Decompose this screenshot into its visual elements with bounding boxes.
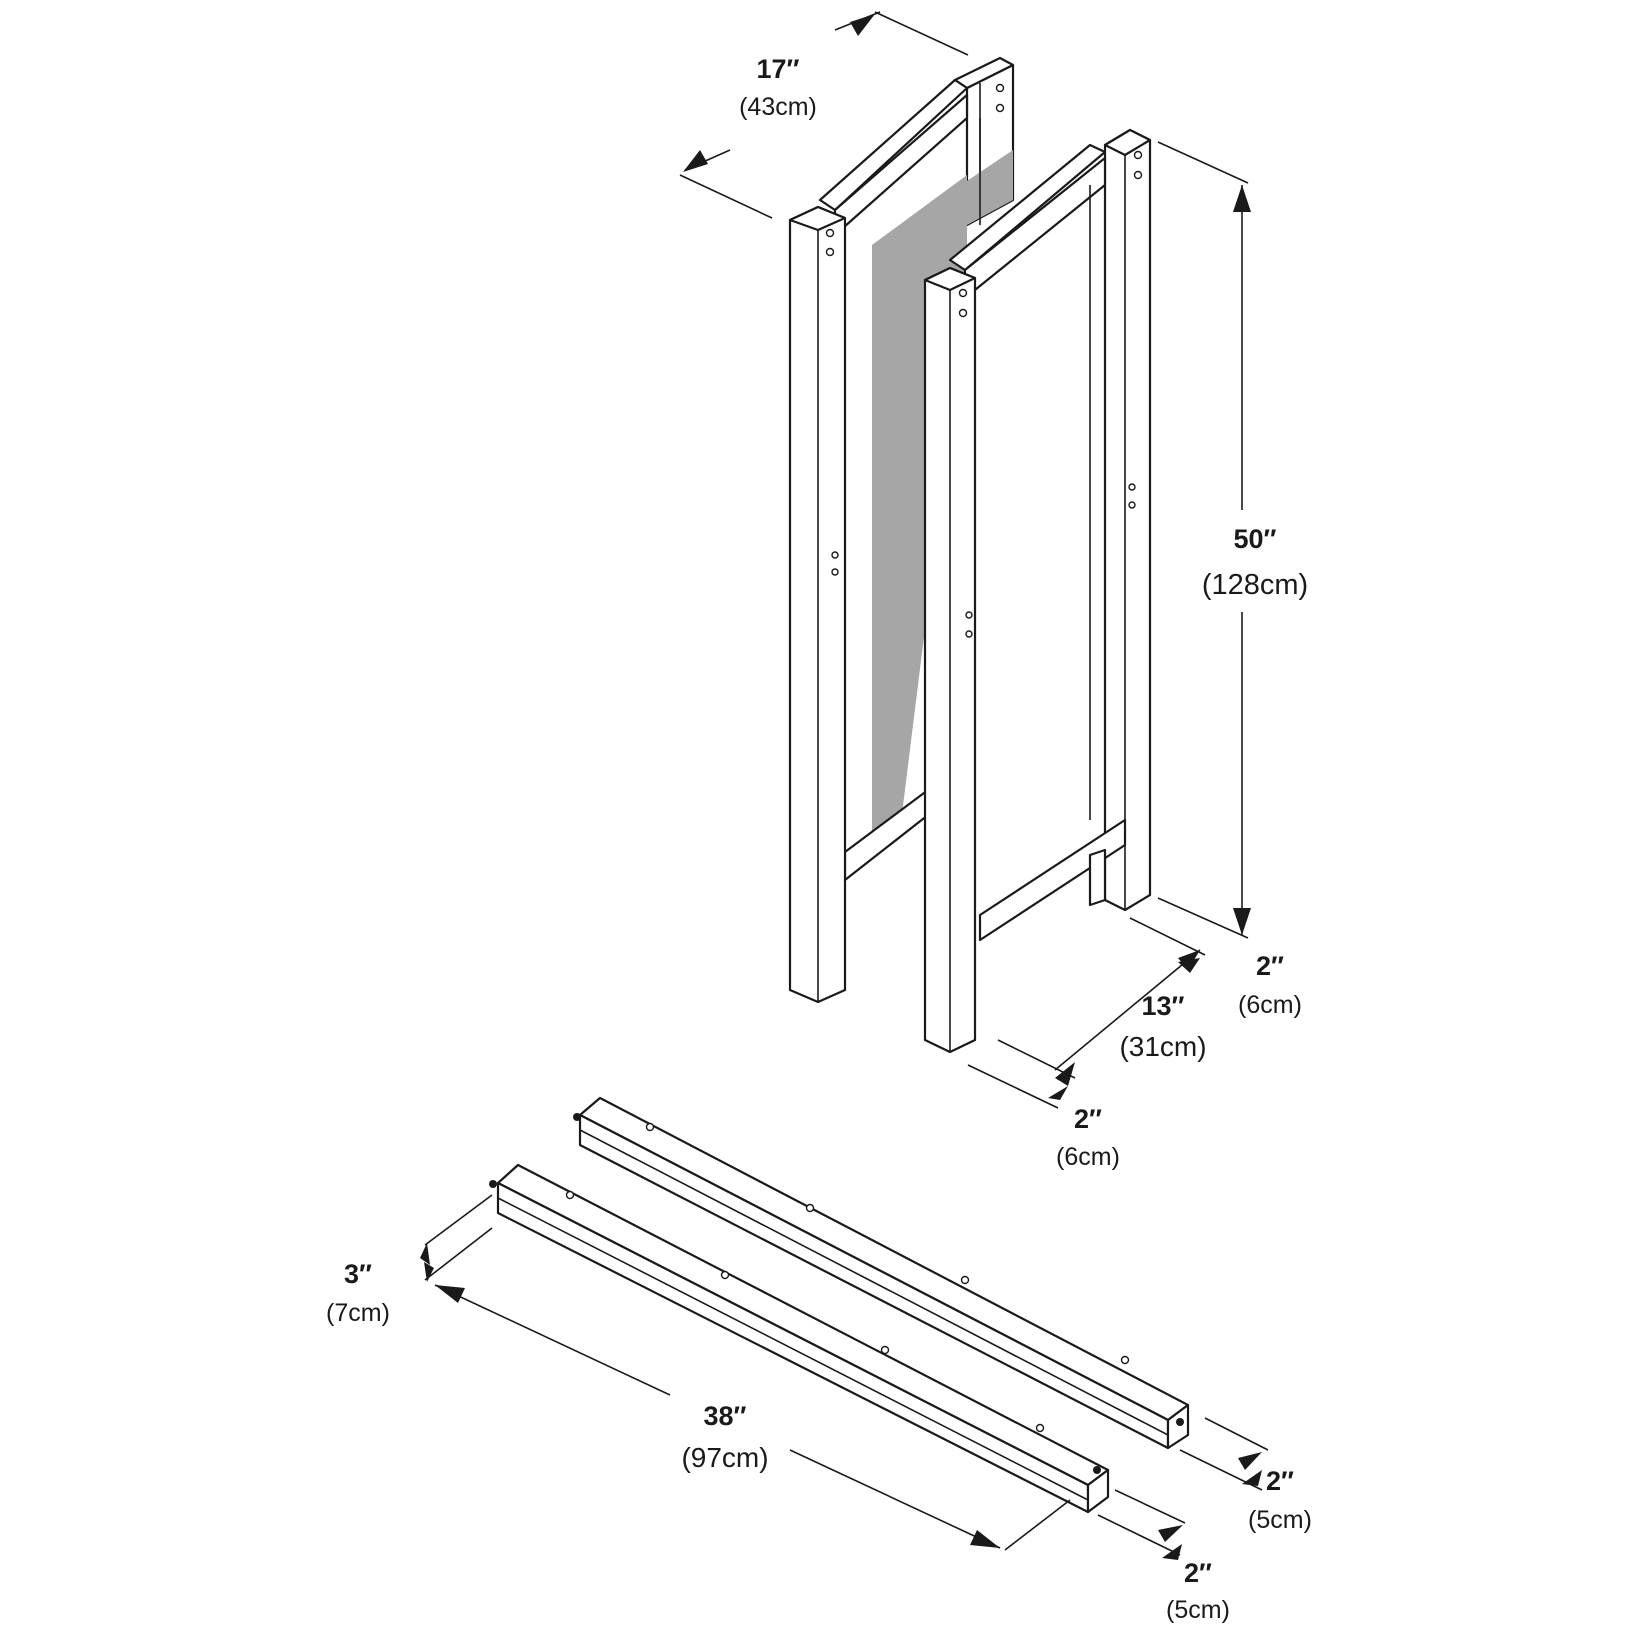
rail-length-inch-label: 38″ xyxy=(704,1401,747,1431)
front-rail-thickness-inch-label: 2″ xyxy=(1184,1558,1212,1588)
front-frame-top-rail xyxy=(948,143,1107,272)
back-rail-thickness-cm-label: (5cm) xyxy=(1248,1506,1312,1534)
dimension-lines xyxy=(420,11,1269,1560)
front-frame-bottom-rail xyxy=(978,818,1127,942)
frame-depth-inch-label: 13″ xyxy=(1142,991,1185,1021)
back-rail xyxy=(573,1096,1190,1450)
frame-height-cm-label: (128cm) xyxy=(1202,569,1308,601)
right-post-inch-label: 2″ xyxy=(1256,951,1284,981)
front-side-frame xyxy=(923,128,1152,1054)
front-rail-thickness-cm-label: (5cm) xyxy=(1166,1596,1230,1624)
frame-width-inch-label: 17″ xyxy=(757,54,800,84)
front-rail xyxy=(489,1163,1110,1514)
front-post-cm-label: (6cm) xyxy=(1056,1143,1120,1171)
right-post-cm-label: (6cm) xyxy=(1238,991,1302,1019)
dimension-labels: 17″ (43cm) 50″ (128cm) 2″ (6cm) 13″ (31c… xyxy=(326,54,1312,1624)
frame-depth-cm-label: (31cm) xyxy=(1119,1031,1206,1062)
frame-width-cm-label: (43cm) xyxy=(739,93,817,121)
front-post-inch-label: 2″ xyxy=(1074,1104,1102,1134)
rail-height-cm-label: (7cm) xyxy=(326,1299,390,1327)
rail-length-cm-label: (97cm) xyxy=(681,1442,768,1473)
back-frame-top-rail xyxy=(818,78,969,212)
back-frame-panel xyxy=(872,150,1013,845)
back-side-frame xyxy=(788,56,1015,1004)
back-rail-thickness-inch-label: 2″ xyxy=(1266,1466,1294,1496)
frame-height-inch-label: 50″ xyxy=(1234,524,1277,554)
front-frame-rear-post xyxy=(1103,128,1152,912)
rail-height-inch-label: 3″ xyxy=(344,1259,372,1289)
